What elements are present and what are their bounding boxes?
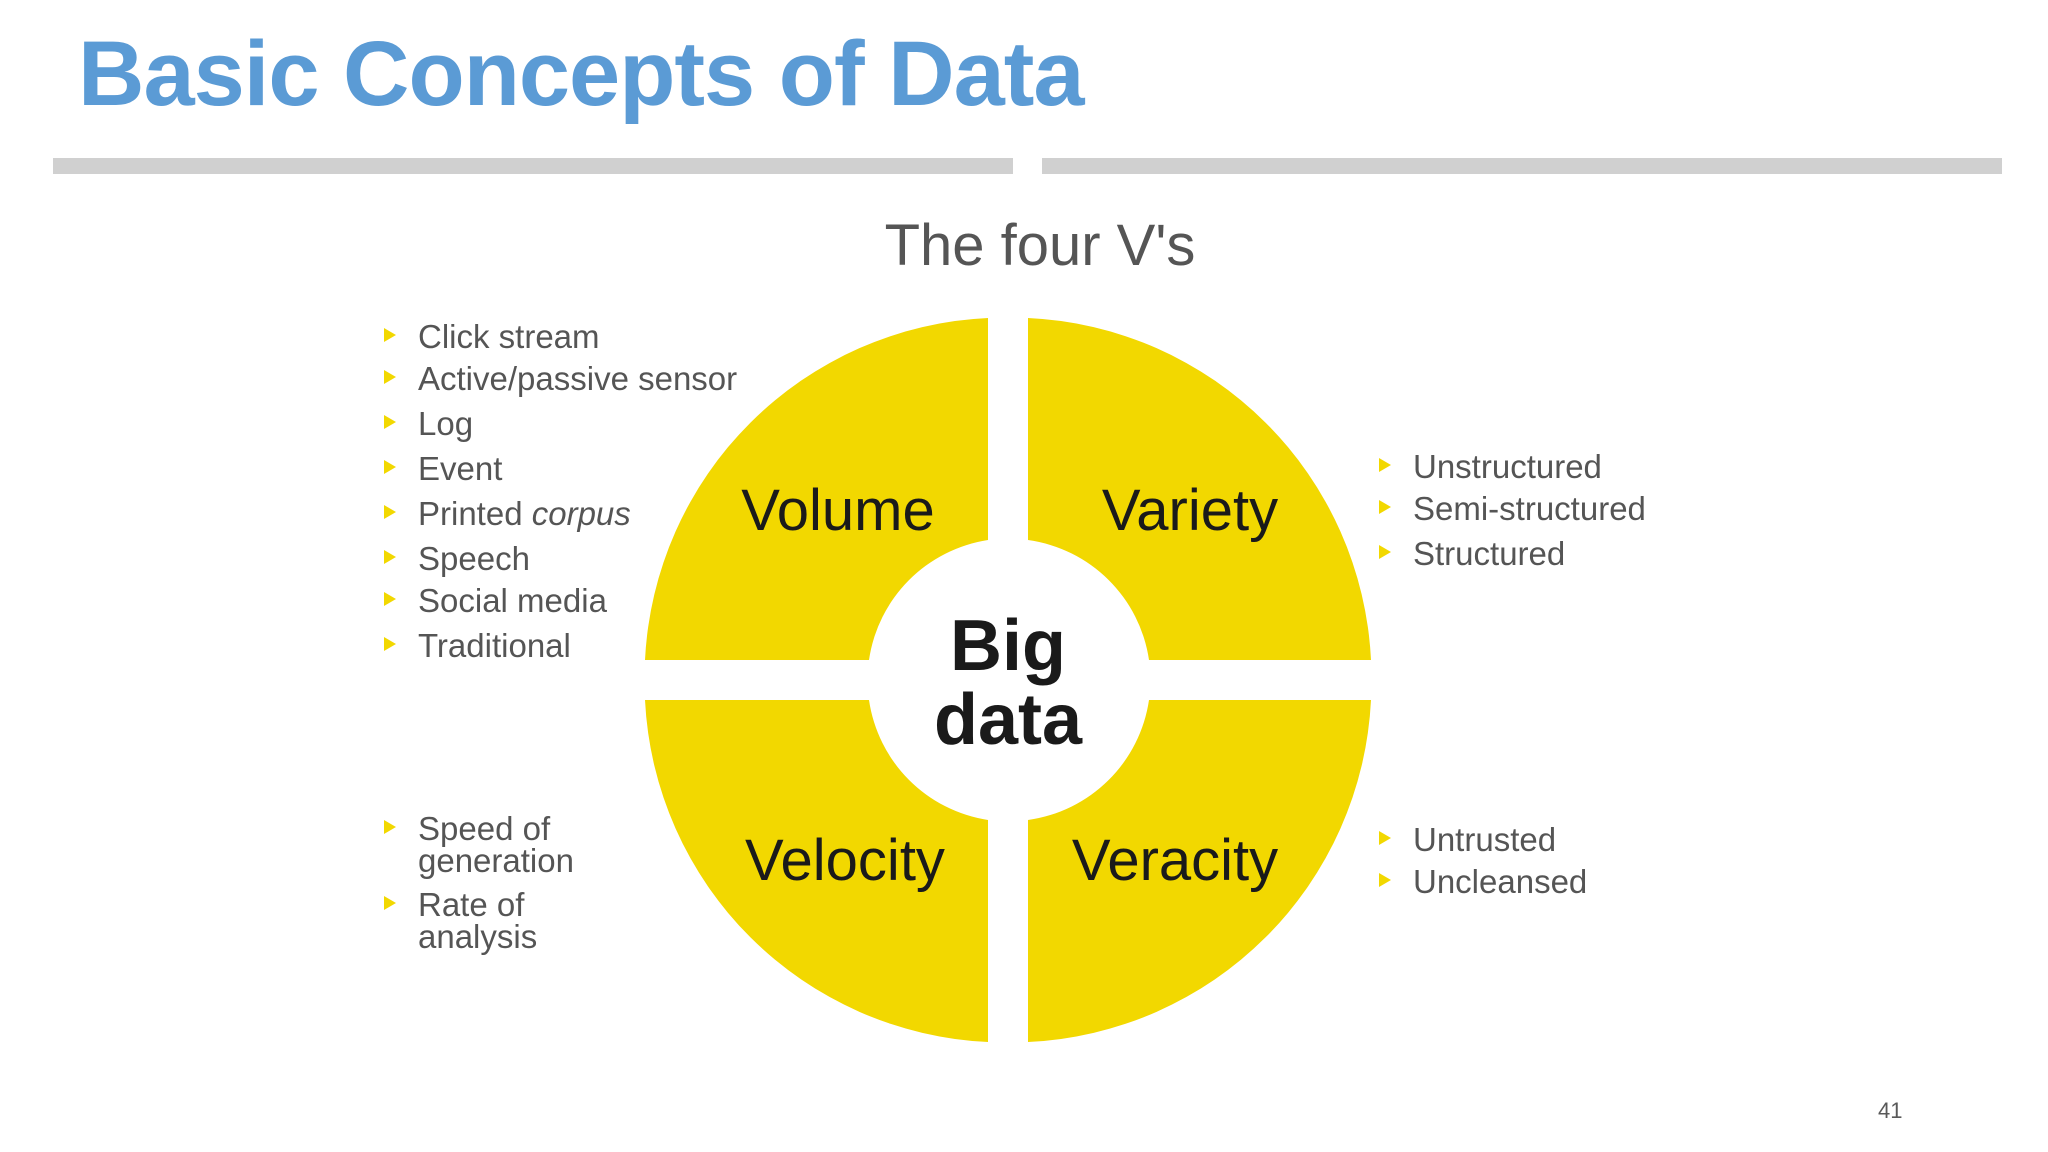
list-item: Uncleansed [1413, 863, 1587, 900]
quadrant-veracity [1028, 700, 1371, 1042]
list-item: Log [418, 405, 473, 442]
bullet-icon [1379, 831, 1391, 845]
quadrant-velocity [645, 700, 988, 1042]
center-label-line-2: data [934, 680, 1083, 760]
bullet-icon [384, 896, 396, 910]
slide-number: 41 [1878, 1098, 1903, 1123]
list-item: Unstructured [1413, 448, 1602, 485]
quadrant-label-veracity: Veracity [1072, 828, 1278, 893]
quadrant-label-variety: Variety [1102, 478, 1278, 543]
quadrant-label-velocity: Velocity [745, 828, 945, 893]
bullet-icon [384, 460, 396, 474]
bullet-icon [1379, 873, 1391, 887]
bullet-icon [384, 820, 396, 834]
list-item: Click stream [418, 318, 600, 355]
list-item: Social media [418, 582, 608, 619]
list-item: Speech [418, 540, 530, 577]
diagram-heading: The four V's [885, 213, 1196, 278]
bullet-icon [384, 328, 396, 342]
bullet-icon [384, 370, 396, 384]
title-rule-right [1042, 158, 2002, 174]
list-item: Active/passive sensor [418, 360, 737, 397]
bullet-icon [384, 550, 396, 564]
list-item: Printed corpus [418, 495, 631, 532]
list-item: Untrusted [1413, 821, 1556, 858]
bullet-icon [384, 505, 396, 519]
quadrant-volume [645, 318, 988, 660]
bullet-icon [1379, 545, 1391, 559]
bullet-icon [384, 592, 396, 606]
center-label-line-1: Big [950, 606, 1066, 686]
bullet-icon [1379, 500, 1391, 514]
bullet-icon [1379, 458, 1391, 472]
list-item: Traditional [418, 627, 571, 664]
quadrant-label-volume: Volume [741, 478, 934, 543]
list-item: Event [418, 450, 502, 487]
list-item: Structured [1413, 535, 1565, 572]
slide-title: Basic Concepts of Data [78, 23, 1085, 125]
bullet-icon [384, 415, 396, 429]
quadrant-variety [1028, 318, 1371, 660]
bullet-icon [384, 637, 396, 651]
title-rule-left [53, 158, 1013, 174]
list-item: Semi-structured [1413, 490, 1646, 527]
